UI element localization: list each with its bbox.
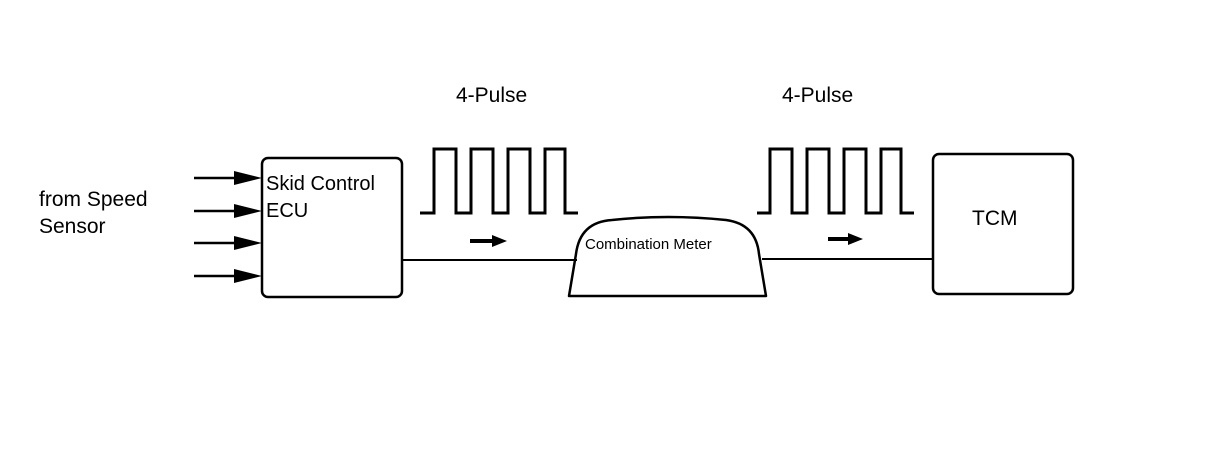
speed-sensor-input-arrows — [194, 171, 262, 283]
square-wave-icon — [420, 147, 578, 215]
speed-sensor-label-line1: from Speed — [39, 188, 148, 211]
speed-sensor-label: from Speed Sensor — [39, 186, 148, 240]
ecu-label: Skid Control ECU — [266, 171, 375, 225]
arrow-right-icon — [194, 269, 262, 283]
arrow-right-icon — [828, 233, 863, 245]
tcm-label: TCM — [972, 207, 1018, 230]
speed-sensor-label-line2: Sensor — [39, 215, 106, 238]
right-pulse-label: 4-Pulse — [782, 84, 854, 107]
arrow-right-icon — [194, 236, 262, 250]
skid-control-ecu-box — [260, 156, 404, 299]
square-wave-icon — [757, 147, 914, 215]
left-pulse-label: 4-Pulse — [456, 84, 528, 107]
combination-meter-shape — [567, 215, 768, 298]
arrow-right-icon — [194, 204, 262, 218]
arrow-right-icon — [194, 171, 262, 185]
tcm-box — [931, 152, 1075, 296]
ecu-label-line1: Skid Control — [266, 173, 375, 195]
combination-meter-label: Combination Meter — [585, 236, 712, 253]
arrow-right-icon — [470, 235, 507, 247]
ecu-label-line2: ECU — [266, 200, 309, 222]
